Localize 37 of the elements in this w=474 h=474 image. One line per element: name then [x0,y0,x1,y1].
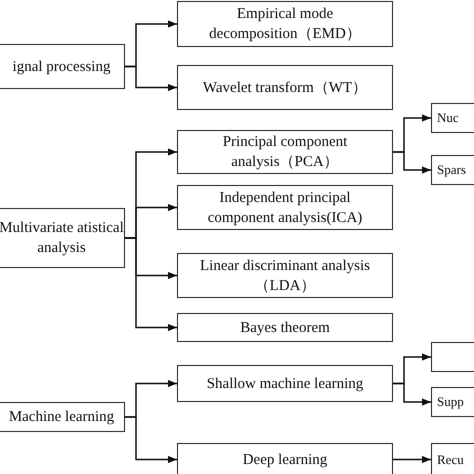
arrow [125,237,177,332]
box-label: Machine learning [8,408,114,427]
box-label: Deep learning [242,450,328,470]
process-box [177,443,393,474]
process-box [177,130,393,174]
process-box [0,208,125,268]
process-box [431,443,474,474]
box-label: Empirical mode decomposition（EMD） [208,5,362,44]
process-box [0,402,125,432]
box-label: ignal processing [12,58,110,76]
empty-box [431,342,474,372]
box-label: Spars [437,161,466,179]
box-label: Wavelet transform（WT） [202,78,368,98]
process-box [431,103,474,133]
arrow [125,66,177,92]
arrow [125,416,177,464]
arrow [393,151,431,174]
process-box [177,313,393,342]
box-label: Independent principal component analysis(ICA) [206,188,364,228]
box-label: Bayes theorem [240,318,330,338]
arrow [393,456,431,464]
box-label: Recu [437,450,464,468]
box-label: Supp [437,393,464,411]
box-label: Linear discriminant analysis（LDA） [200,256,370,296]
process-box [431,155,474,185]
process-box [177,185,393,230]
process-box [177,365,393,402]
box-label: Shallow machine learning [206,374,364,394]
process-box [177,253,393,298]
arrow [393,382,431,406]
process-box [431,387,474,417]
process-box [177,1,393,47]
box-label: Nuc [437,109,459,127]
box-label: Multivariate atistical analysis [0,219,124,258]
process-box [0,44,125,89]
box-label: Principal component analysis（PCA） [222,133,348,172]
process-box [177,65,393,110]
